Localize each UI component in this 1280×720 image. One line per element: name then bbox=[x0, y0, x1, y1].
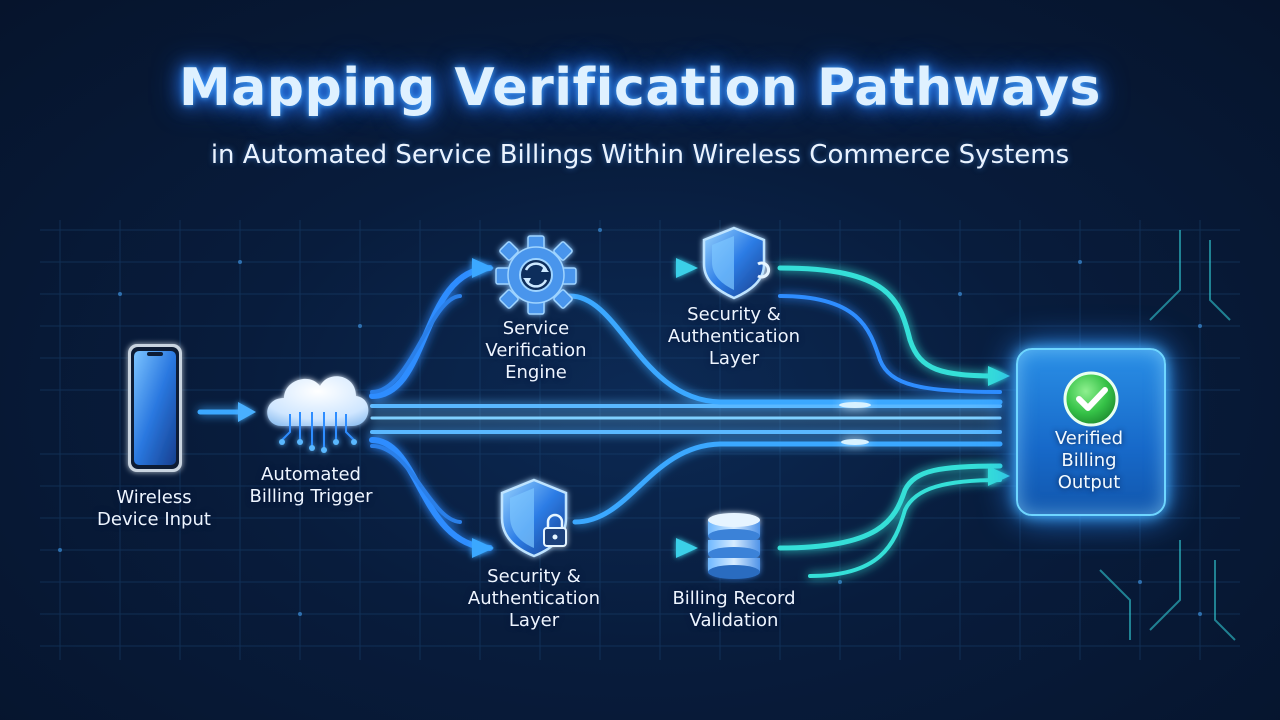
page-subtitle: in Automated Service Billings Within Wir… bbox=[210, 140, 1070, 170]
circuit-traces bbox=[1099, 230, 1236, 641]
cloud-label: Automated Billing Trigger bbox=[249, 464, 373, 507]
device-label: Wireless Device Input bbox=[97, 487, 211, 530]
cloud-circuit-icon bbox=[267, 376, 369, 453]
page-title: Mapping Verification Pathways bbox=[178, 58, 1102, 118]
flow-lines bbox=[197, 265, 1003, 578]
shield-lock-icon bbox=[500, 478, 568, 558]
light-flares bbox=[839, 402, 871, 445]
billing-record-label: Billing Record Validation bbox=[672, 588, 796, 631]
grid-nodes bbox=[58, 228, 1202, 616]
verified-output-box bbox=[1016, 348, 1166, 516]
security-top-label: Security & Authentication Layer bbox=[667, 304, 801, 369]
background-grid bbox=[40, 220, 1240, 660]
security-bottom-label: Security & Authentication Layer bbox=[467, 566, 601, 631]
arrowheads bbox=[238, 258, 1010, 558]
output-label: Verified Billing Output bbox=[1054, 428, 1124, 493]
engine-label: Service Verification Engine bbox=[485, 318, 587, 383]
checkmark-icon bbox=[1063, 371, 1119, 427]
smartphone-icon bbox=[128, 344, 182, 472]
gear-icon bbox=[495, 235, 577, 315]
shield-icon bbox=[702, 226, 771, 300]
database-icon bbox=[708, 513, 760, 579]
